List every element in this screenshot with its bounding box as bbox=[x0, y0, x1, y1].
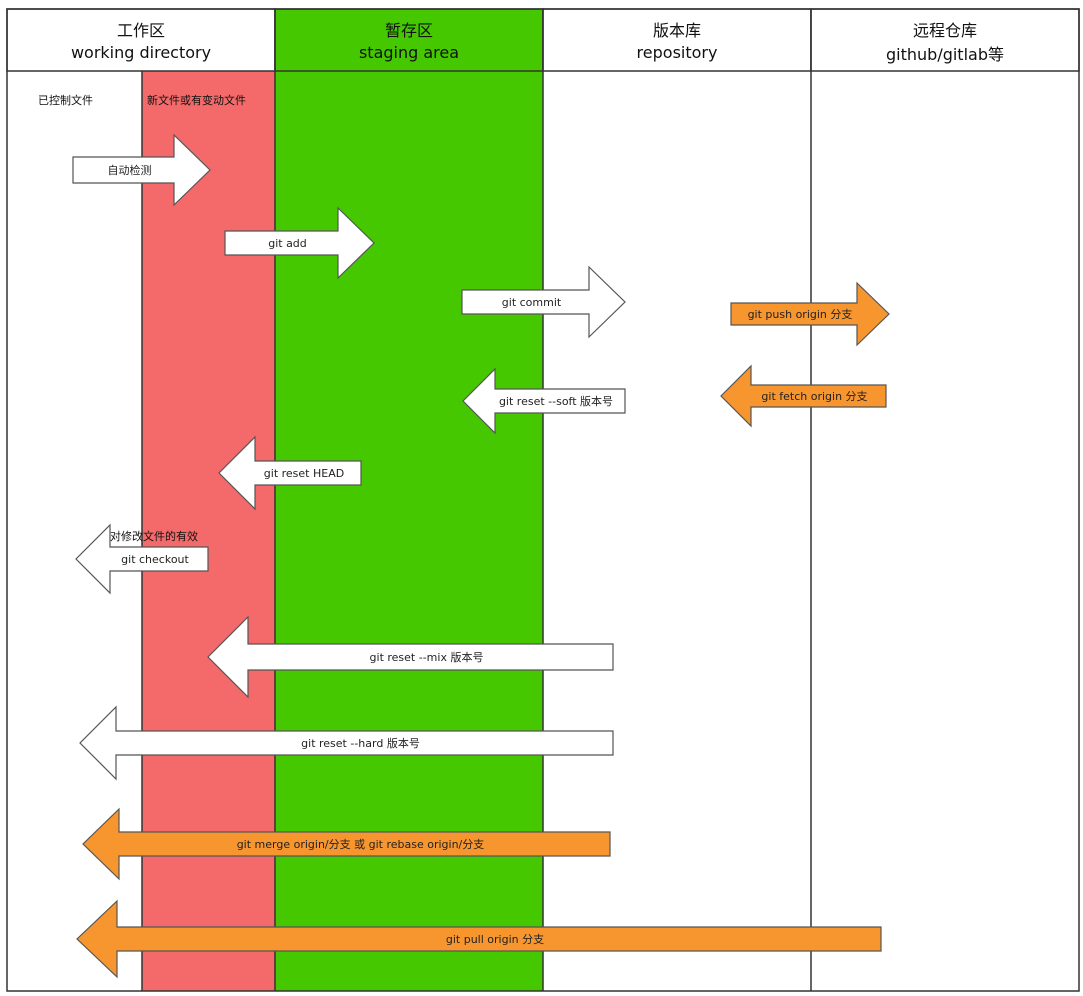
arrows-group: 自动检测 git add git commit git push origin 分支 g… bbox=[72, 133, 890, 979]
tracked-files-label: 已控制文件 bbox=[38, 93, 93, 107]
header-staging-title: 暂存区 bbox=[385, 21, 433, 40]
header-working-subtitle: working directory bbox=[71, 43, 211, 62]
git-merge-label: git merge origin/分支 或 git rebase origin/… bbox=[237, 838, 485, 851]
git-commit-label: git commit bbox=[502, 296, 562, 309]
git-reset-head-arrow bbox=[218, 435, 362, 511]
git-add-arrow bbox=[224, 206, 375, 280]
git-reset-soft-label: git reset --soft 版本号 bbox=[499, 394, 613, 408]
git-reset-mix-arrow bbox=[207, 615, 614, 699]
git-reset-head-label: git reset HEAD bbox=[264, 467, 344, 480]
staging-area-column bbox=[275, 9, 543, 991]
changed-files-label: 新文件或有变动文件 bbox=[147, 93, 246, 107]
git-reset-soft-arrow bbox=[462, 367, 626, 435]
header-remote-title: 远程仓库 bbox=[913, 21, 977, 40]
header-working-title: 工作区 bbox=[117, 21, 165, 40]
git-pull-label: git pull origin 分支 bbox=[446, 933, 544, 946]
header-staging-subtitle: staging area bbox=[359, 43, 459, 62]
checkout-note: 对修改文件的有效 bbox=[110, 529, 198, 543]
git-fetch-label: git fetch origin 分支 bbox=[761, 390, 867, 403]
git-pull-arrow bbox=[76, 899, 882, 979]
git-add-label: git add bbox=[268, 237, 307, 250]
auto-detect-label: 自动检测 bbox=[108, 163, 152, 177]
git-checkout-arrow bbox=[75, 523, 209, 595]
git-commit-arrow bbox=[461, 265, 626, 339]
auto-detect-arrow bbox=[72, 133, 211, 207]
git-reset-hard-arrow bbox=[79, 705, 614, 781]
header-remote-subtitle: github/gitlab等 bbox=[886, 45, 1004, 64]
git-push-label: git push origin 分支 bbox=[748, 308, 853, 321]
git-checkout-label: git checkout bbox=[121, 553, 189, 566]
remote-repository-column bbox=[811, 9, 1079, 991]
git-fetch-arrow bbox=[720, 364, 887, 428]
header-repository-subtitle: repository bbox=[637, 43, 718, 62]
git-reset-hard-label: git reset --hard 版本号 bbox=[301, 736, 420, 750]
git-merge-arrow bbox=[82, 807, 611, 881]
git-push-arrow bbox=[730, 281, 890, 347]
header-working-cell bbox=[6, 8, 276, 72]
git-reset-mix-label: git reset --mix 版本号 bbox=[370, 650, 484, 664]
repository-column bbox=[543, 9, 811, 991]
header-repository-title: 版本库 bbox=[653, 21, 701, 40]
